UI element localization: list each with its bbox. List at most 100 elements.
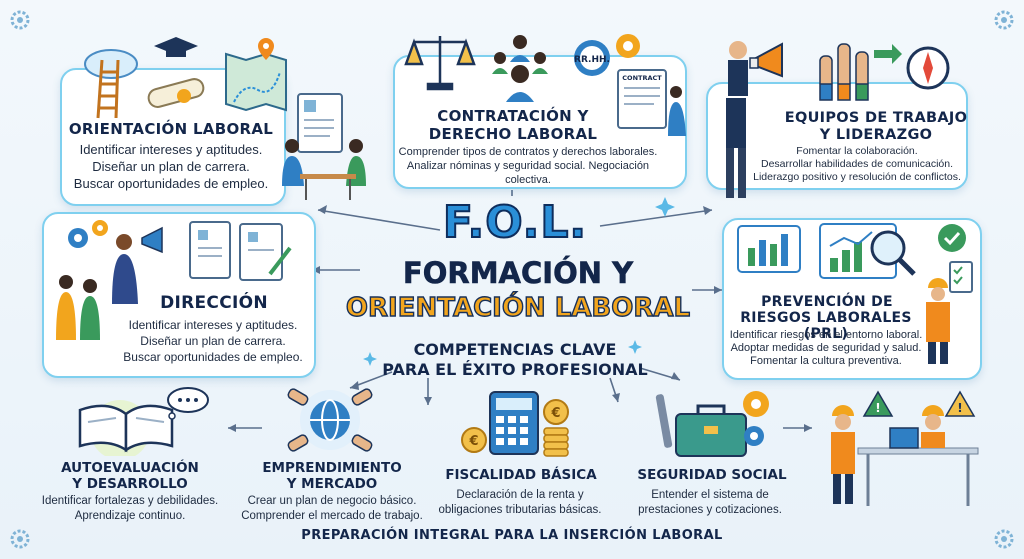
direccion-line-1: Identificar intereses y aptitudes. [128, 318, 298, 332]
map-icon [225, 52, 287, 112]
autoevaluacion-illustration [78, 387, 209, 456]
worker-icon [926, 278, 950, 364]
compass-icon [906, 46, 950, 90]
megaphone-icon [749, 42, 783, 78]
open-book-icon [78, 404, 174, 453]
contract-document [617, 69, 667, 129]
seguridad-line-1: Entender el sistema de [651, 489, 769, 501]
leader-person-icon [728, 41, 748, 96]
location-pin-icon [258, 38, 274, 60]
direccion-title: DIRECCIÓN [160, 293, 268, 313]
footer-banner: PREPARACIÓN INTEGRAL PARA LA INSERCIÓN L… [301, 528, 723, 543]
prevencion-title-2: RIESGOS LABORALES (PRL) [740, 310, 912, 342]
fiscalidad-title: FISCALIDAD BÁSICA [445, 467, 597, 483]
sparkle-icon [655, 197, 675, 217]
resume-icon [297, 93, 343, 153]
arrow-to-equipos [599, 209, 713, 227]
interview-illustration [282, 93, 366, 200]
prevencion-line-1: Identificar riesgos en el entorno labora… [729, 329, 923, 341]
calculator-icon [489, 391, 539, 455]
subtitle-line-2: PARA EL ÉXITO PROFESIONAL [382, 359, 648, 379]
prevencion-line-3: Fomentar la cultura preventiva. [750, 355, 902, 367]
autoevaluacion-line-1: Identificar fortalezas y debilidades. [41, 495, 219, 507]
safety-worker-illustration [926, 261, 973, 364]
emprendimiento-line-1: Crear un plan de negocio básico. [247, 495, 417, 507]
fol-logo: F.O.L. [442, 196, 588, 249]
euro-coin-icon: € [543, 399, 569, 425]
sparkle-icon [628, 340, 642, 354]
gear-icon [574, 40, 610, 76]
emprendimiento-title-1: EMPRENDIMIENTO [262, 460, 402, 476]
card-equipos [706, 82, 968, 190]
worker-icon [831, 405, 855, 504]
prevencion-title-1: PREVENCIÓN DE [761, 294, 893, 310]
toolbox-icon [675, 404, 747, 457]
orientacion-illustration [84, 37, 287, 119]
orientacion-line-2: Diseñar un plan de carrera. [92, 159, 250, 174]
svg-text:€: € [468, 434, 478, 449]
equipos-title-1: EQUIPOS DE TRABAJO [784, 110, 968, 126]
contratacion-title-2: DERECHO LABORAL [428, 125, 598, 143]
main-title-line-1: FORMACIÓN Y [402, 256, 634, 291]
magnifier-icon [870, 230, 916, 276]
raised-hands-icon [819, 43, 869, 101]
equipos-line-1: Fomentar la colaboración. [796, 145, 918, 157]
thought-bubble-icon [167, 387, 209, 420]
wrench-icon [655, 394, 673, 448]
sparkle-icon [363, 352, 377, 366]
scales-icon [404, 36, 476, 91]
handshake-icon [287, 388, 373, 452]
rrhh-label: RR.HH. [574, 55, 610, 65]
contract-label: CONTRACT [622, 74, 662, 82]
arrow-right-icon [874, 44, 902, 64]
svg-text:!: ! [957, 401, 962, 415]
contract-illustration: CONTRACT [617, 69, 686, 136]
gear-icon [10, 529, 30, 549]
ladder-icon [96, 59, 120, 119]
document-icon [189, 221, 231, 279]
seguridad-illustration [655, 391, 769, 457]
equipos-title-2: Y LIDERAZGO [819, 127, 933, 143]
diploma-icon [147, 78, 205, 108]
fiscalidad-line-2: obligaciones tributarias básicas. [438, 504, 602, 516]
gear-icon [10, 10, 30, 30]
cloud-icon [84, 49, 138, 79]
svg-text:!: ! [875, 401, 880, 415]
graduation-cap-icon [154, 37, 198, 57]
pen-icon [268, 246, 292, 276]
emprendimiento-line-2: Comprender el mercado de trabajo. [241, 510, 423, 522]
orientacion-line-3: Buscar oportunidades de empleo. [73, 176, 269, 191]
worker-icon [921, 405, 945, 448]
gear-icon [994, 10, 1014, 30]
fiscalidad-illustration: € € [461, 391, 569, 457]
direccion-line-2: Diseñar un plan de carrera. [140, 334, 286, 348]
contratacion-title-1: CONTRATACIÓN Y [437, 107, 589, 125]
main-title-line-2: ORIENTACIÓN LABORAL [345, 292, 691, 323]
laptop-icon [889, 427, 919, 449]
orientacion-title: ORIENTACIÓN LABORAL [68, 120, 274, 138]
team-icon [492, 35, 548, 102]
leader-illustration [726, 98, 746, 198]
direccion-illustration [56, 220, 292, 340]
warning-sign-icon: ! [944, 390, 976, 417]
gear-icon [744, 426, 764, 446]
subtitle-line-1: COMPETENCIAS CLAVE [413, 340, 617, 359]
desk [300, 174, 356, 179]
autoevaluacion-title-1: AUTOEVALUACIÓN [61, 460, 199, 476]
checkmark-icon [938, 224, 966, 252]
autoevaluacion-line-2: Aprendizaje continuo. [74, 510, 186, 522]
equipos-illustration [728, 41, 950, 101]
coin-stack-icon [543, 427, 569, 457]
direccion-line-3: Buscar oportunidades de empleo. [123, 350, 303, 364]
workers-illustration: ! ! [831, 390, 979, 506]
fiscalidad-line-1: Declaración de la renta y [456, 489, 584, 501]
arrow-to-orientacion [317, 209, 441, 231]
emprendimiento-title-2: Y MERCADO [286, 476, 378, 492]
megaphone-icon [141, 226, 163, 254]
person-icon [282, 139, 304, 186]
seguridad-title: SEGURIDAD SOCIAL [637, 467, 787, 483]
gear-icon [616, 34, 640, 58]
prevencion-illustration [737, 223, 966, 279]
gear-icon [743, 391, 769, 417]
